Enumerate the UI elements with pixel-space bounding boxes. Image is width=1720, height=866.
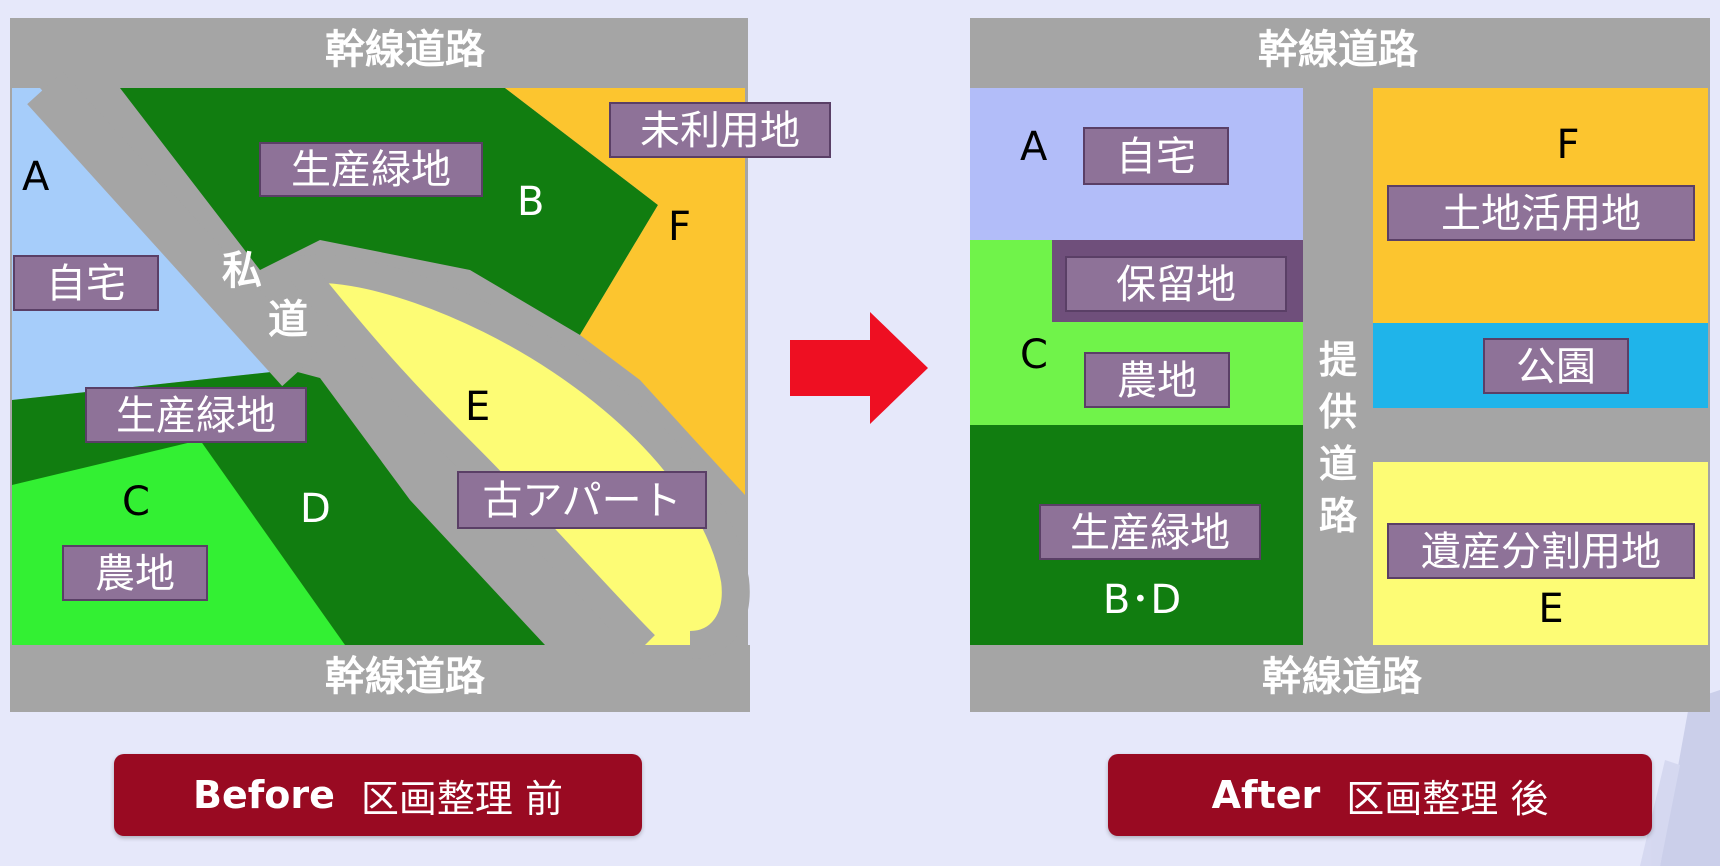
svg-text:農地: 農地 xyxy=(95,551,175,597)
after-caption: After 区画整理 後 xyxy=(1108,754,1652,836)
before-label-unused: 未利用地 xyxy=(609,102,831,158)
before-letter-a: A xyxy=(22,154,50,200)
after-caption-en: After xyxy=(1211,773,1321,817)
before-road-top-label: 幹線道路 xyxy=(325,27,486,73)
svg-text:自宅: 自宅 xyxy=(1116,134,1196,180)
after-label-inheritance: 遺産分割用地 xyxy=(1387,523,1695,579)
before-label-home: 自宅 xyxy=(13,255,159,311)
after-letter-e: E xyxy=(1538,586,1563,632)
before-private-road-char-2: 道 xyxy=(268,297,308,343)
after-label-farmland: 農地 xyxy=(1084,352,1230,408)
before-road-bottom xyxy=(10,645,750,712)
after-label-reserved: 保留地 xyxy=(1065,256,1287,312)
after-road-top-label: 幹線道路 xyxy=(1258,27,1419,73)
after-label-home: 自宅 xyxy=(1083,127,1229,185)
svg-text:古アパート: 古アパート xyxy=(482,478,681,524)
svg-text:遺産分割用地: 遺産分割用地 xyxy=(1421,529,1661,575)
after-label-green: 生産緑地 xyxy=(1039,504,1261,560)
after-provided-road-char-4: 路 xyxy=(1319,494,1358,538)
after-letter-f: F xyxy=(1556,122,1579,168)
after-provided-road-char-1: 提 xyxy=(1319,338,1357,382)
svg-text:生産緑地: 生産緑地 xyxy=(116,393,276,439)
before-letter-b: B xyxy=(517,179,544,225)
before-letter-e: E xyxy=(465,384,490,430)
before-parcel-e xyxy=(300,268,736,645)
before-label-old-apartment: 古アパート xyxy=(457,471,707,529)
before-letter-d: D xyxy=(300,486,331,532)
svg-text:保留地: 保留地 xyxy=(1116,262,1236,308)
after-letter-c: C xyxy=(1020,332,1048,378)
after-map: 幹線道路 幹線道路 提 供 道 路 A C B･D F E 自宅 保留地 農地 … xyxy=(970,18,1710,712)
before-caption-en: Before xyxy=(193,773,335,817)
before-caption-jp: 区画整理 前 xyxy=(360,776,563,821)
svg-text:公園: 公園 xyxy=(1516,344,1596,390)
svg-text:未利用地: 未利用地 xyxy=(640,108,800,154)
before-label-green-lower: 生産緑地 xyxy=(85,387,307,443)
watermark-decoration xyxy=(1640,690,1720,866)
before-parcel-b xyxy=(120,88,658,335)
before-letter-f: F xyxy=(668,204,691,250)
after-label-park: 公園 xyxy=(1483,338,1629,394)
svg-text:生産緑地: 生産緑地 xyxy=(1070,510,1230,556)
before-label-green-upper: 生産緑地 xyxy=(259,142,483,197)
after-letter-bd: B･D xyxy=(1103,577,1181,623)
after-provided-road-char-2: 供 xyxy=(1319,390,1357,434)
before-caption: Before 区画整理 前 xyxy=(114,754,642,836)
svg-text:生産緑地: 生産緑地 xyxy=(291,147,451,193)
before-parcel-a xyxy=(12,88,290,400)
svg-text:自宅: 自宅 xyxy=(46,261,126,307)
before-private-road-char-1: 私 xyxy=(222,248,262,294)
after-label-land-use: 土地活用地 xyxy=(1387,185,1695,241)
after-provided-road-char-3: 道 xyxy=(1319,442,1357,486)
before-road-top xyxy=(10,18,748,88)
before-label-farmland: 農地 xyxy=(62,545,208,601)
before-letter-c: C xyxy=(122,479,150,525)
svg-text:農地: 農地 xyxy=(1117,358,1197,404)
after-letter-a: A xyxy=(1020,124,1048,170)
svg-text:土地活用地: 土地活用地 xyxy=(1441,191,1641,237)
after-caption-jp: 区画整理 後 xyxy=(1346,776,1549,821)
before-map: 幹線道路 幹線道路 私 道 A B F E C D 自宅 生産緑地 未利用地 生… xyxy=(10,18,831,712)
before-parcel-f xyxy=(505,88,745,495)
right-arrow-icon xyxy=(790,312,928,424)
after-road-bottom-label: 幹線道路 xyxy=(1262,654,1423,700)
before-road-bottom-label: 幹線道路 xyxy=(325,654,486,700)
